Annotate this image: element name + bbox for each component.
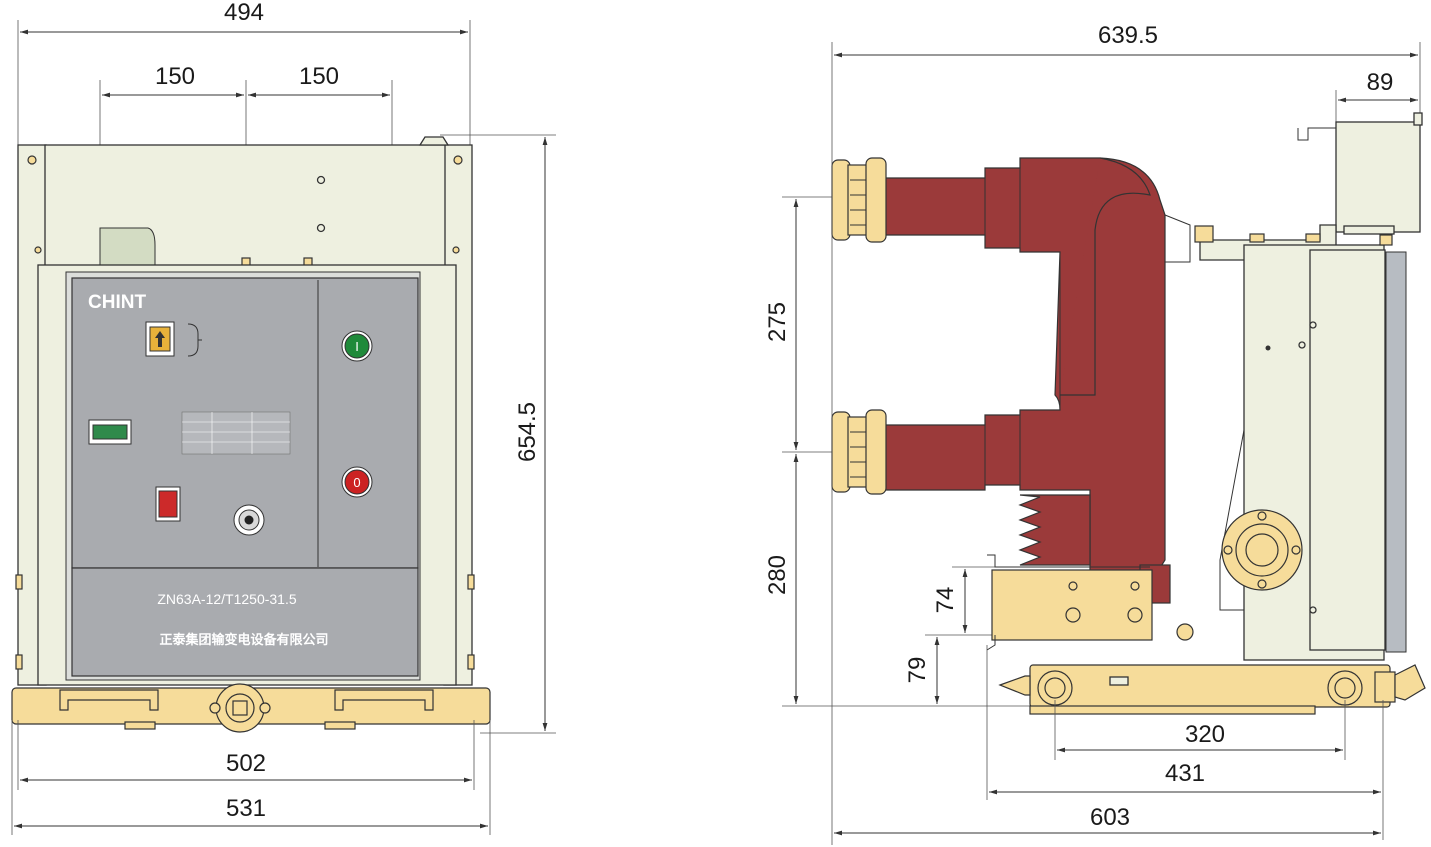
side-base-chassis [998,664,1426,715]
upper-terminal [831,157,887,243]
dim-chassis-span: 431 [1165,760,1205,787]
dim-wheel-span: 320 [1185,721,1225,748]
close-button-label: I [355,339,359,354]
front-view: 494 150 150 654.5 [11,0,556,835]
dim-top-width: 494 [224,0,264,26]
operating-disc [1221,509,1303,591]
arrow-up-icon [155,331,165,347]
dim-upper-span: 275 [764,302,791,342]
dim-left-spacing: 150 [155,63,195,90]
dim-height: 654.5 [514,402,541,462]
dim-base-width: 502 [226,750,266,777]
dim-lower-span: 280 [764,555,791,595]
close-button[interactable]: I [341,330,373,362]
dim-frame-width: 89 [1367,69,1394,96]
nameplate [181,411,291,455]
open-button-label: 0 [353,475,360,490]
dim-base-length: 603 [1090,804,1130,831]
dim-bracket-height: 74 [932,587,959,614]
side-frame [1199,112,1423,661]
model-label: ZN63A-12/T1250-31.5 [157,591,297,607]
dim-total-width: 531 [226,795,266,822]
dim-base-height: 79 [904,657,931,684]
dim-side-total-width: 639.5 [1098,22,1158,49]
side-view: 639.5 89 275 280 74 79 [764,22,1426,845]
front-base-chassis [11,683,491,733]
company-label: 正泰集团输变电设备有限公司 [159,632,328,648]
pole-insulator [879,157,1214,604]
dim-right-spacing: 150 [299,63,339,90]
lower-terminal [831,409,887,495]
brand-logo: CHINT [88,292,146,313]
open-button[interactable]: 0 [341,466,373,498]
mounting-bracket [986,554,1194,651]
